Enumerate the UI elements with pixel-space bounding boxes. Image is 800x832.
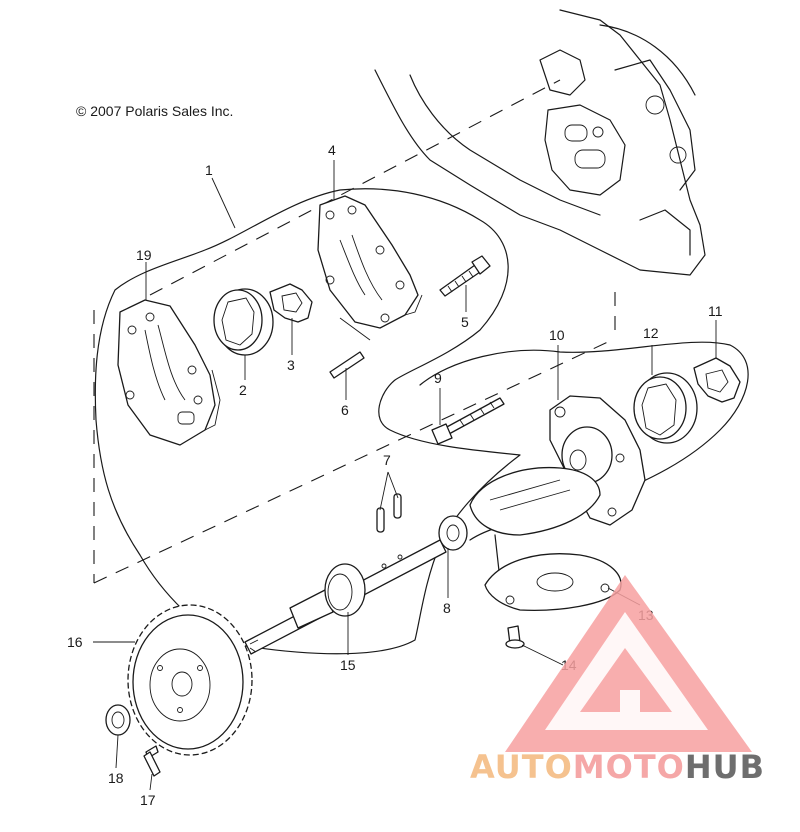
part-7-pins [376, 493, 402, 533]
callout-4: 4 [328, 142, 336, 158]
part-8-washer [438, 515, 468, 551]
callout-7: 7 [383, 452, 391, 468]
part-5-bolt [439, 255, 491, 297]
callout-16: 16 [67, 634, 83, 650]
part-12-outer-rotor [633, 372, 698, 444]
engine-crankcase [374, 9, 706, 276]
callout-3: 3 [287, 357, 295, 373]
part-16-gear [127, 604, 253, 756]
part-2-outer-rotor [213, 288, 274, 356]
watermark-text: AUTOMOTOHUB [470, 748, 765, 786]
part-15-drive-shaft [244, 539, 447, 655]
part-10-pump-body [549, 395, 646, 526]
watermark-logo-icon [505, 575, 752, 752]
callout-19: 19 [136, 247, 152, 263]
oil-pump-assembly-outline [94, 188, 521, 655]
watermark-auto: AUTO [470, 748, 573, 786]
callout-15: 15 [340, 657, 356, 673]
part-9-long-bolt [431, 397, 505, 445]
part-18-washer [105, 704, 131, 736]
watermark-hub: HUB [684, 748, 766, 786]
callout-10: 10 [549, 327, 565, 343]
part-6-dowel-pin [329, 317, 371, 379]
callout-18: 18 [108, 770, 124, 786]
part-19-pump-plate [117, 299, 221, 446]
part-3-inner-rotor [269, 283, 313, 323]
part-4-pump-plate [317, 195, 423, 329]
callout-8: 8 [443, 600, 451, 616]
callout-2: 2 [239, 382, 247, 398]
callout-11: 12 [643, 325, 659, 341]
callout-1: 1 [205, 162, 213, 178]
part-13-strainer [484, 553, 622, 611]
callout-6: 6 [341, 402, 349, 418]
part-11-inner-rotor [693, 357, 741, 403]
watermark-moto: MOTO [572, 748, 685, 786]
callout-9: 9 [434, 370, 442, 386]
callout-5: 5 [461, 314, 469, 330]
callout-17: 17 [140, 792, 156, 808]
oil-pickup-housing [469, 466, 601, 601]
copyright-text: © 2007 Polaris Sales Inc. [76, 103, 234, 119]
assembly-dashed-boundary [93, 79, 616, 584]
callout-12: 11 [708, 303, 723, 319]
part-14-screw [505, 625, 525, 649]
part-17-bolt [143, 745, 161, 777]
